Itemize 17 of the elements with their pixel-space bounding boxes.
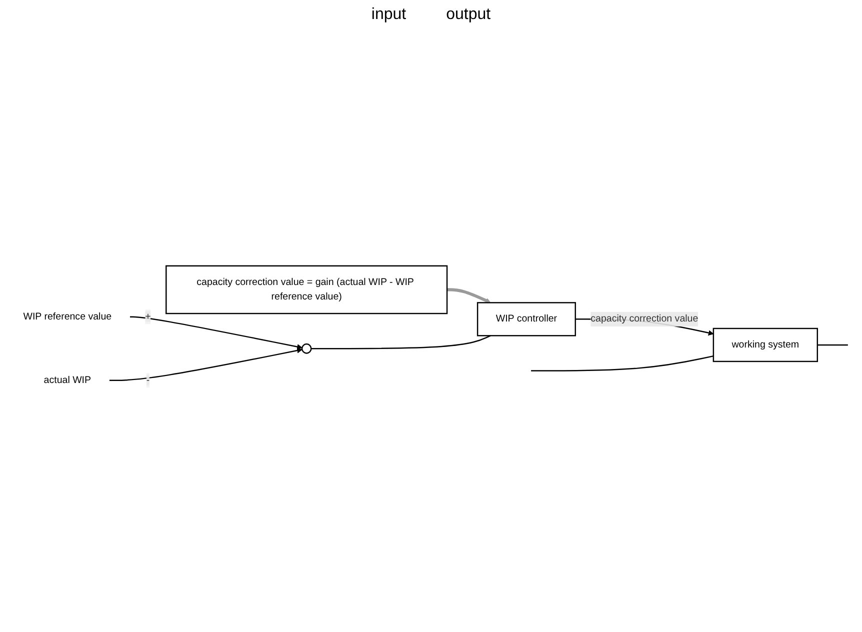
flow-label: output: [446, 6, 491, 24]
edge-label: capacity correction value: [590, 313, 698, 324]
flow-label: input: [371, 6, 406, 24]
edge-label: -: [146, 374, 150, 385]
node-box: working system: [712, 328, 818, 362]
node-box: WIP controller: [476, 302, 576, 336]
node-box: capacity correction value = gain (actual WIP - WIP reference value): [166, 264, 448, 314]
arrow: [130, 316, 302, 350]
node-text: actual WIP: [44, 374, 92, 385]
arrow: [109, 347, 302, 381]
node-text: WIP reference value: [23, 311, 112, 322]
connector: [531, 355, 714, 371]
arrow: [447, 288, 491, 303]
edge-label: +: [145, 311, 151, 322]
node-circle: [301, 343, 312, 354]
connector: [817, 344, 848, 346]
connector: [311, 334, 491, 349]
